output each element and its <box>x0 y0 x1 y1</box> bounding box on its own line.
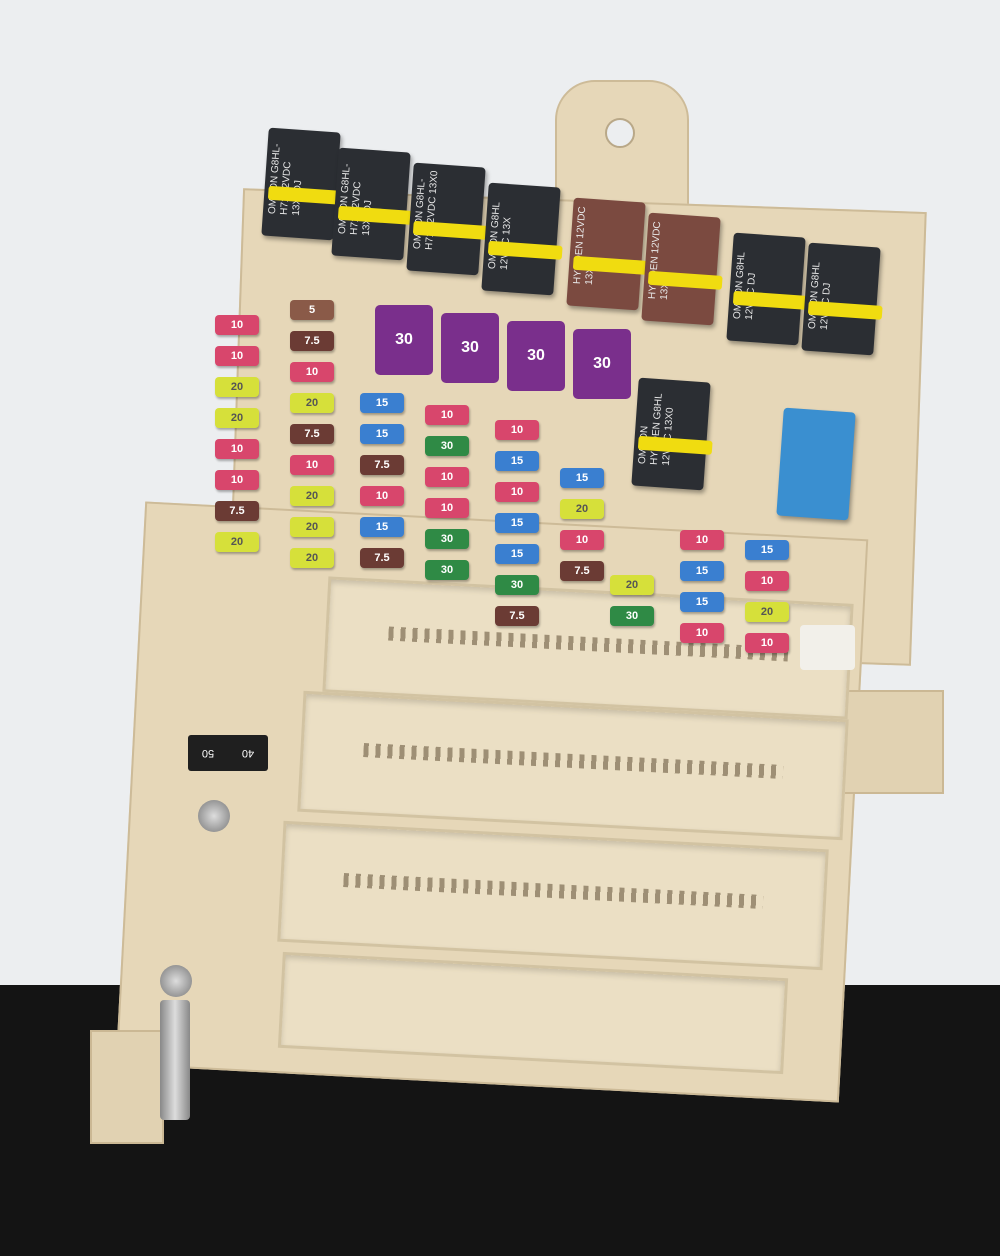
mini-fuse: 20 <box>745 602 789 622</box>
bolt-icon <box>198 800 230 832</box>
relay-label: OMRON G8HL-H71 12VDC 13X0DJ <box>267 143 304 216</box>
mini-fuse: 10 <box>215 470 259 490</box>
mini-fuse: 7.5 <box>360 455 404 475</box>
maxi-fuse: 30 <box>441 313 499 383</box>
relay-label: OMRON G8HL-H71 12VDC 13X0 <box>411 170 441 251</box>
mini-fuse: 15 <box>680 592 724 612</box>
relay-label <box>782 414 788 494</box>
mini-fuse: 10 <box>215 346 259 366</box>
mini-fuse: 20 <box>290 393 334 413</box>
mini-fuse: 10 <box>745 571 789 591</box>
relay-label: HYODEN 12VDC 13X0 <box>646 221 672 301</box>
mini-fuse: 10 <box>680 530 724 550</box>
relay-label: OMRON G8HL 12VDC DJ <box>732 251 759 320</box>
mini-fuse: 10 <box>560 530 604 550</box>
maxi-fuse: 30 <box>573 329 631 399</box>
ground-terminal <box>160 1000 190 1120</box>
mini-fuse: 20 <box>610 575 654 595</box>
mini-fuse: 7.5 <box>495 606 539 626</box>
mini-fuse: 7.5 <box>215 501 259 521</box>
mini-fuse: 10 <box>425 498 469 518</box>
relay: OMRON HYODEN G8HL 12VDC 13X0 <box>631 377 713 491</box>
mini-fuse: 10 <box>495 420 539 440</box>
mini-fuse: 30 <box>425 560 469 580</box>
mini-fuse: 30 <box>495 575 539 595</box>
mini-fuse: 30 <box>425 529 469 549</box>
mini-fuse: 20 <box>290 486 334 506</box>
mini-fuse: 7.5 <box>560 561 604 581</box>
bottom-connector-housing <box>90 1030 164 1144</box>
mini-fuse: 15 <box>360 393 404 413</box>
mini-fuse: 10 <box>745 633 789 653</box>
relay: HYODEN 12VDC 13X0 <box>641 212 723 326</box>
mini-fuse: 10 <box>495 482 539 502</box>
mini-fuse: 10 <box>215 439 259 459</box>
mini-fuse: 20 <box>290 517 334 537</box>
mini-fuse: 10 <box>290 362 334 382</box>
relay <box>776 407 856 521</box>
mini-fuse: 15 <box>360 517 404 537</box>
mini-fuse: 30 <box>610 606 654 626</box>
slow-blow-fuse: 40 50 <box>188 735 268 771</box>
white-cap <box>800 625 855 670</box>
mini-fuse: 20 <box>560 499 604 519</box>
mini-fuse: 5 <box>290 300 334 320</box>
relay: OMRON G8HL-H71 12VDC 13X0DJ <box>331 147 413 261</box>
mini-fuse: 10 <box>360 486 404 506</box>
relay: OMRON G8HL-H71 12VDC 13X0DJ <box>261 127 343 241</box>
mini-fuse: 20 <box>215 377 259 397</box>
mini-fuse: 10 <box>425 405 469 425</box>
mini-fuse: 10 <box>680 623 724 643</box>
relay: OMRON G8HL 12VDC 13X <box>481 182 563 296</box>
relay-label: OMRON G8HL-H71 12VDC 13X0DJ <box>337 163 374 236</box>
relay: OMRON G8HL 12VDC DJ <box>726 232 808 346</box>
mini-fuse: 10 <box>215 315 259 335</box>
mini-fuse: 15 <box>495 513 539 533</box>
mini-fuse: 20 <box>215 408 259 428</box>
relay-label: OMRON G8HL 12VDC DJ <box>807 261 834 330</box>
relay-label: OMRON HYODEN G8HL 12VDC 13X0 <box>637 393 676 466</box>
relay-label: HYODEN 12VDC 13X0 <box>571 206 597 286</box>
mini-fuse: 15 <box>495 544 539 564</box>
mini-fuse: 15 <box>360 424 404 444</box>
mini-fuse: 7.5 <box>290 424 334 444</box>
relay: OMRON G8HL-H71 12VDC 13X0 <box>406 162 488 276</box>
maxi-fuse: 30 <box>507 321 565 391</box>
fuse-rating-right: 50 <box>201 747 215 759</box>
mini-fuse: 15 <box>745 540 789 560</box>
mini-fuse: 10 <box>290 455 334 475</box>
mini-fuse: 15 <box>560 468 604 488</box>
maxi-fuse: 30 <box>375 305 433 375</box>
mini-fuse: 20 <box>290 548 334 568</box>
side-bracket <box>840 690 944 794</box>
mini-fuse: 15 <box>495 451 539 471</box>
mini-fuse: 30 <box>425 436 469 456</box>
mini-fuse: 7.5 <box>360 548 404 568</box>
relay: HYODEN 12VDC 13X0 <box>566 197 648 311</box>
bolt-icon <box>160 965 192 997</box>
mini-fuse: 10 <box>425 467 469 487</box>
relay-label: OMRON G8HL 12VDC 13X <box>487 201 514 270</box>
relay: OMRON G8HL 12VDC DJ <box>801 242 883 356</box>
mini-fuse: 15 <box>680 561 724 581</box>
fuse-rating-left: 40 <box>241 747 255 759</box>
mounting-hole <box>605 118 635 148</box>
mini-fuse: 7.5 <box>290 331 334 351</box>
mini-fuse: 20 <box>215 532 259 552</box>
